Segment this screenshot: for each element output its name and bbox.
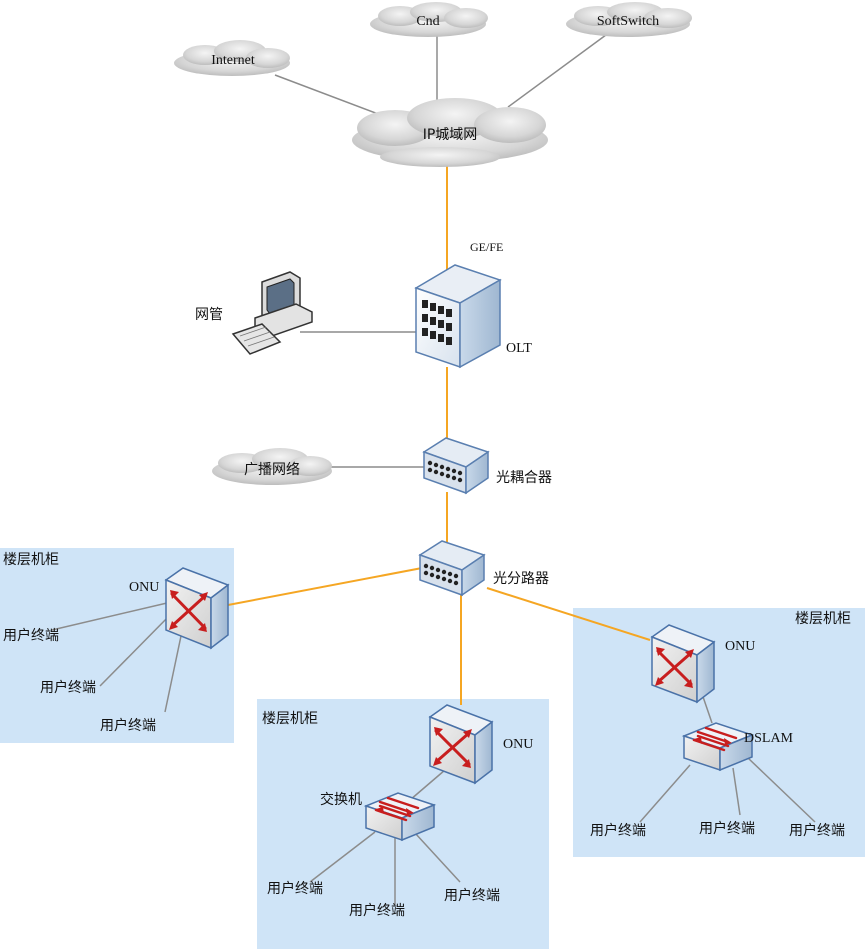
coupler-device: 光耦合器 [422,437,552,495]
dslam-device: DSLAM [681,722,794,772]
user-terminal-label: 用户终端 [444,887,500,904]
fiber-links [227,165,651,705]
cloud-ip-metro: IP城域网 [352,98,548,167]
onu-middle: ONU [428,704,533,785]
user-terminal-label: 用户终端 [3,627,59,644]
copper-links [51,31,816,905]
cabinet-middle-label: 楼层机柜 [262,711,318,727]
dslam-label: DSLAM [744,731,794,746]
user-terminal-label: 用户终端 [590,822,646,839]
user-terminal-label: 用户终端 [100,717,156,734]
onu-middle-label: ONU [503,737,533,752]
cloud-softswitch: SoftSwitch [566,2,692,37]
nms-label: 网管 [195,307,223,323]
link-label-ge-fe: GE/FE [470,240,503,254]
softswitch-label: SoftSwitch [597,14,659,29]
cloud-cnd: Cnd [370,2,488,37]
cloud-broadcast: 广播网络 [212,448,332,485]
user-terminal-label: 用户终端 [349,902,405,919]
olt-device: OLT [414,264,532,369]
splitter-device: 光分路器 [418,540,549,597]
switch-device: 交换机 [320,791,437,842]
user-terminal-label: 用户终端 [699,820,755,837]
ip-metro-label: IP城域网 [423,127,478,143]
onu-right: ONU [650,624,755,704]
cnd-label: Cnd [416,14,439,29]
cabinet-left-label: 楼层机柜 [3,552,59,568]
cloud-internet: Internet [174,40,290,76]
user-terminals: 用户终端 用户终端 用户终端 用户终端 用户终端 用户终端 用户终端 用户终端 … [3,627,845,919]
user-terminal-label: 用户终端 [789,822,845,839]
coupler-label: 光耦合器 [496,470,552,486]
splitter-label: 光分路器 [493,571,549,587]
onu-right-label: ONU [725,639,755,654]
olt-label: OLT [506,341,532,356]
internet-label: Internet [211,53,255,68]
switch-label: 交换机 [320,791,362,808]
nms-computer: 网管 [195,271,313,355]
onu-left-label: ONU [129,580,159,595]
user-terminal-label: 用户终端 [40,679,96,696]
user-terminal-label: 用户终端 [267,880,323,897]
onu-left: ONU [129,567,230,650]
broadcast-label: 广播网络 [244,462,300,478]
cabinet-right-label: 楼层机柜 [795,611,851,627]
